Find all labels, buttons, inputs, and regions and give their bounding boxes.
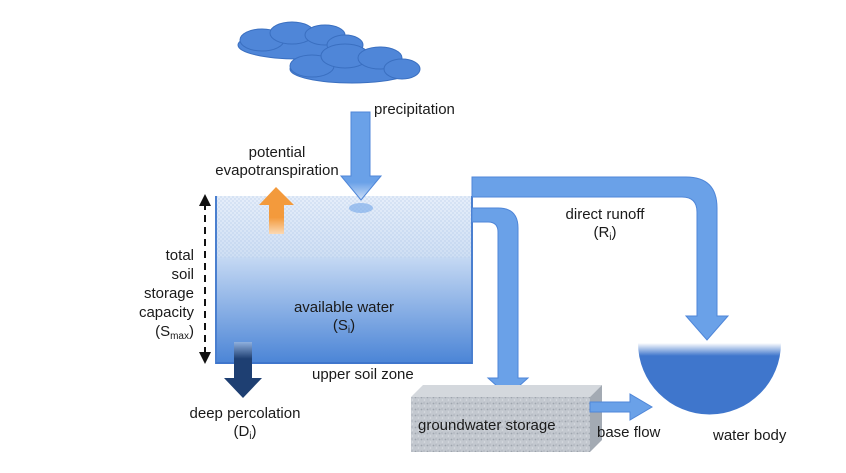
- deep-percolation-arrow: [224, 342, 262, 398]
- capacity-label-line1: total: [165, 247, 194, 264]
- groundwater-recharge-arrow: [471, 207, 530, 397]
- deep-percolation-symbol: (Di): [233, 423, 257, 442]
- water-body-bowl: [638, 343, 781, 415]
- capacity-label-line2: soil: [171, 266, 194, 283]
- groundwater-storage-block: [411, 385, 602, 452]
- evapotranspiration-arrow: [259, 187, 294, 234]
- infiltration-splash: [349, 203, 373, 213]
- capacity-dimension-arrow: [199, 194, 211, 364]
- available-water-label: available water: [293, 299, 395, 316]
- water-body-label: water body: [713, 427, 787, 444]
- base-flow-arrow: [589, 393, 653, 421]
- base-flow-label: base flow: [597, 424, 661, 441]
- precipitation-label: precipitation: [374, 101, 455, 118]
- precipitation-arrow: [339, 111, 383, 201]
- cloud-icon: [289, 43, 421, 84]
- direct-runoff-symbol: (Ri): [593, 224, 617, 243]
- potential-et-label-line1: potential: [248, 144, 306, 161]
- available-water-symbol: (Si): [332, 317, 356, 336]
- potential-et-label-line2: evapotranspiration: [215, 162, 339, 179]
- capacity-label-line4: capacity: [138, 304, 194, 321]
- groundwater-storage-label: groundwater storage: [418, 417, 556, 434]
- deep-percolation-label: deep percolation: [189, 405, 301, 422]
- soil-tank: [215, 196, 473, 364]
- smax-symbol: (Smax): [155, 323, 194, 342]
- upper-soil-zone-label: upper soil zone: [312, 366, 414, 383]
- direct-runoff-label: direct runoff: [565, 206, 645, 223]
- capacity-label-line3: storage: [143, 285, 194, 302]
- direct-runoff-arrow: [471, 176, 730, 341]
